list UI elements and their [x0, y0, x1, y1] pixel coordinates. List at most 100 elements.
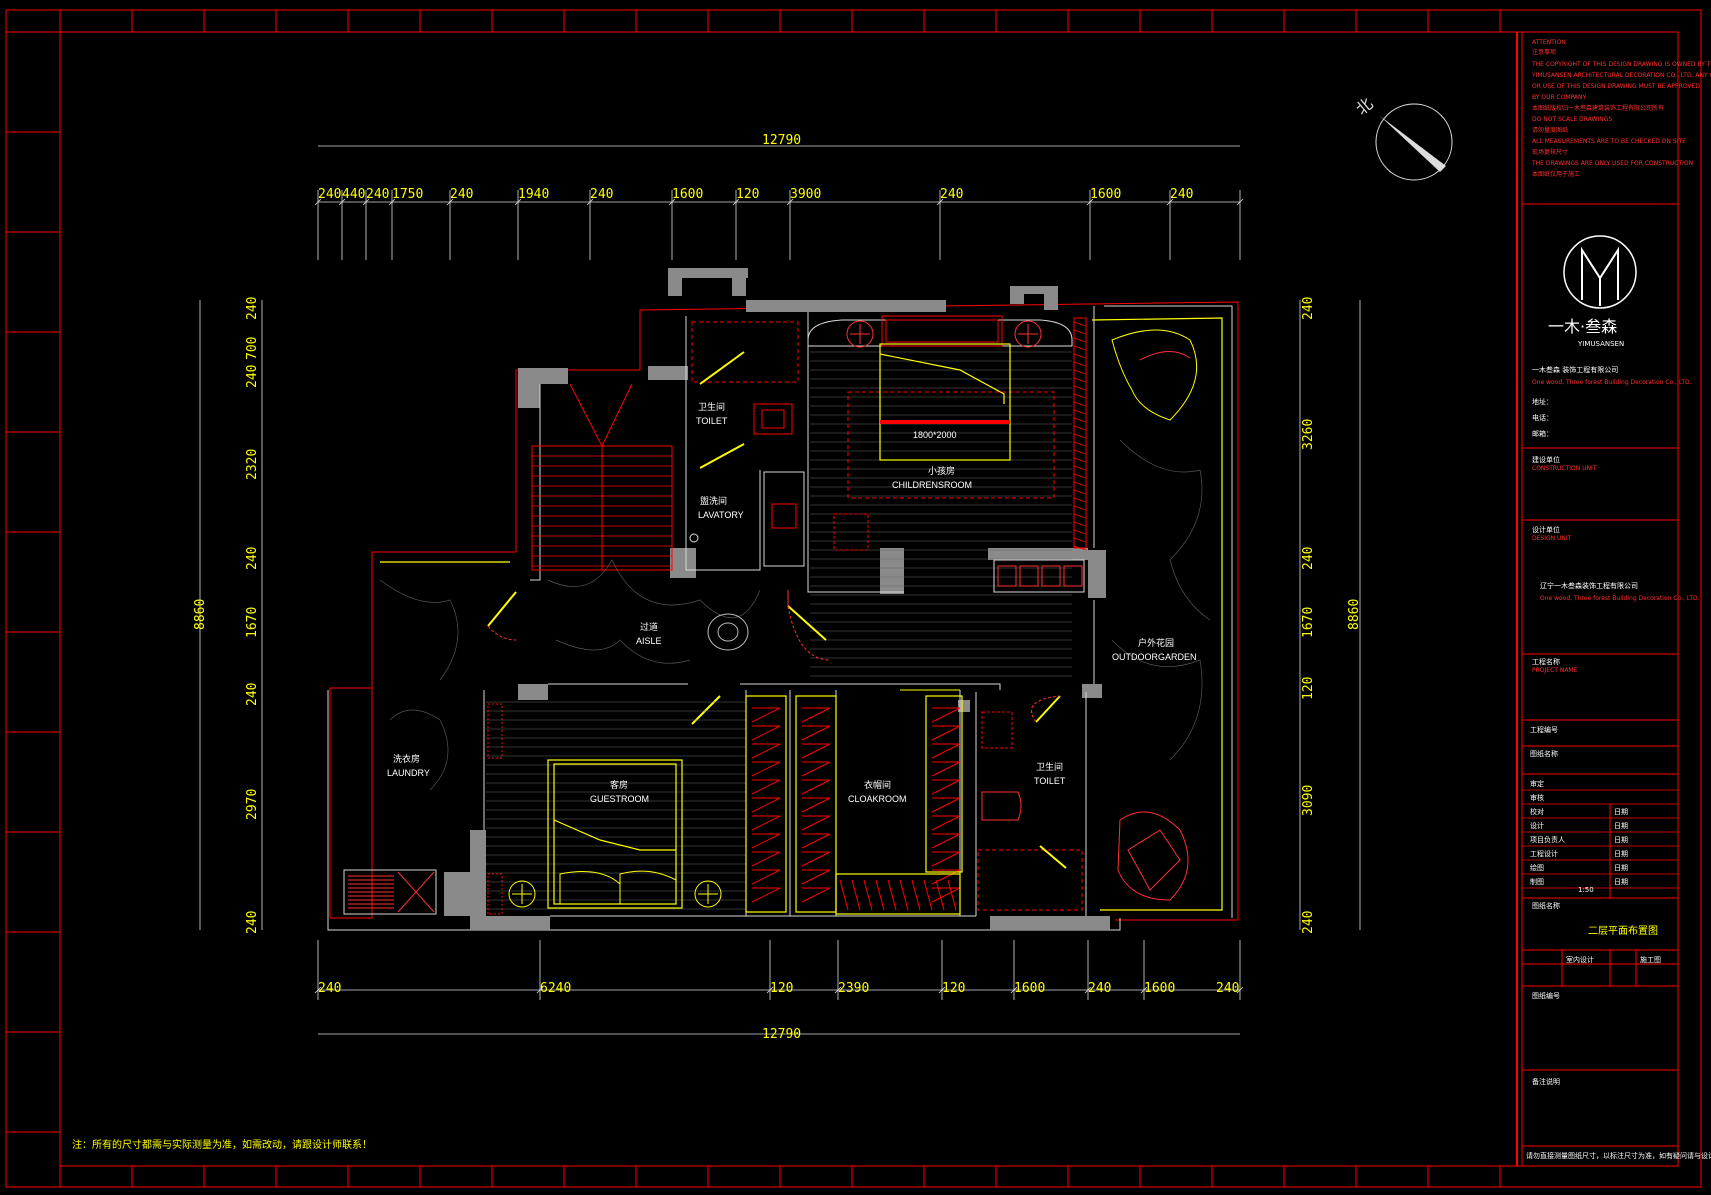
- logo-text-en: YIMUSANSEN: [1577, 340, 1624, 348]
- notice-title: ATTENTION: [1532, 39, 1566, 46]
- bottom-dim-8: 240: [1216, 981, 1239, 996]
- tb-row-label-6: 项目负责人: [1530, 835, 1565, 844]
- bottom-dim-2: 120: [770, 981, 793, 996]
- laundry-cn: 洗衣房: [393, 753, 420, 764]
- tb-row-label-5: 设计: [1530, 821, 1544, 830]
- bottom-dim-1: 6240: [540, 981, 571, 996]
- outdoor-garden: [1111, 329, 1211, 901]
- notice-line-3: BY OUR COMPANY: [1532, 94, 1586, 101]
- left-dim-2: 240: [245, 365, 260, 388]
- title-block: [1521, 31, 1679, 1167]
- dimension-lines: [199, 145, 1361, 1035]
- right-dim-2: 240: [1301, 547, 1316, 570]
- staircase: [531, 383, 673, 571]
- laundry: [343, 579, 459, 915]
- laundry-en: LAUNDRY: [387, 768, 430, 778]
- childrens-room-cn: 小孩房: [928, 465, 955, 476]
- top-dim-2: 240: [366, 187, 389, 202]
- tb-row-label-8: 绘图: [1530, 863, 1544, 872]
- notice-line-1: YIMUSANSEN ARCHITECTURAL DECORATION CO.,…: [1531, 72, 1711, 79]
- left-dim-3: 2320: [245, 449, 260, 480]
- notice-line-5: DO NOT SCALE DRAWINGS: [1532, 116, 1612, 123]
- left-dim-1: 700: [245, 337, 260, 360]
- top-dim-6: 240: [590, 187, 613, 202]
- toilet-a-cn: 卫生间: [698, 401, 725, 412]
- project-section-en: PROJECT NAME: [1532, 667, 1578, 674]
- top-dim-10: 240: [940, 187, 963, 202]
- client-section: 建设单位: [1532, 455, 1560, 464]
- title-block-rows: 工程编号图纸名称审定审核校对设计项目负责人工程设计绘图制图日期日期日期日期日期日…: [1530, 725, 1628, 886]
- notice-line-7: ALL MEASUREMENTS ARE TO BE CHECKED ON SI…: [1532, 138, 1686, 145]
- toilet-a-en: TOILET: [696, 416, 728, 426]
- notice-lines: THE COPYRIGHT OF THIS DESIGN DRAWING IS …: [1531, 61, 1711, 178]
- top-dim-12: 240: [1170, 187, 1193, 202]
- left-total-dimension: 8860: [193, 599, 208, 630]
- footer-note: 请勿直接测量图纸尺寸，以标注尺寸为准，如有疑问请与设计师联系。: [1526, 1151, 1711, 1160]
- toilet-b-en: TOILET: [1034, 776, 1066, 786]
- top-dim-5: 1940: [518, 187, 549, 202]
- remark-label: 备注说明: [1532, 1077, 1560, 1086]
- top-dim-7: 1600: [672, 187, 703, 202]
- notice-title-cn: 注意事项: [1532, 48, 1556, 56]
- top-dim-1: 440: [342, 187, 365, 202]
- company-mail: 邮箱：: [1532, 429, 1553, 438]
- design-company-cn: 辽宁一木叁森装饰工程有限公司: [1540, 581, 1638, 590]
- bottom-dim-6: 240: [1088, 981, 1111, 996]
- tb-row-right-2: 日期: [1614, 836, 1628, 844]
- tb-row-right-4: 日期: [1614, 864, 1628, 872]
- tb-row-label-7: 工程设计: [1530, 849, 1558, 858]
- client-section-en: CONSTRUCTION UNIT: [1532, 465, 1597, 472]
- company-addr: 地址：: [1532, 397, 1553, 406]
- design-section: 设计单位: [1532, 525, 1560, 534]
- right-total-dimension: 8860: [1347, 599, 1362, 630]
- toilet-b: [977, 695, 1083, 911]
- logo-text-cn: 一木·叁森: [1548, 317, 1617, 336]
- left-dim-4: 240: [245, 547, 260, 570]
- notice-line-8: 现场复核尺寸: [1532, 148, 1568, 156]
- tb-row-label-1: 图纸名称: [1530, 749, 1558, 758]
- lavatory-cn: 盥洗间: [700, 495, 727, 506]
- company-tel: 电话：: [1532, 413, 1553, 422]
- design-phase: 室内设计: [1566, 955, 1594, 964]
- top-dim-11: 1600: [1090, 187, 1121, 202]
- bottom-total-dimension: 12790: [762, 1027, 801, 1042]
- building-outline: [327, 301, 1239, 931]
- company-logo: 一木·叁森 YIMUSANSEN: [1548, 235, 1637, 348]
- notice-line-10: 本图纸仅用于施工: [1532, 170, 1580, 178]
- top-dim-4: 240: [450, 187, 473, 202]
- notice-line-2: OR USE OF THIS DESIGN DRAWING MUST BE AP…: [1532, 83, 1700, 90]
- cloak-room-en: CLOAKROOM: [848, 794, 907, 804]
- childrens-room: [807, 315, 1087, 677]
- bottom-dim-3: 2390: [838, 981, 869, 996]
- scale-value: 1:50: [1578, 886, 1594, 894]
- toilet-b-cn: 卫生间: [1036, 761, 1063, 772]
- interior-walls: [483, 306, 1095, 917]
- tb-row-label-4: 校对: [1530, 807, 1544, 816]
- toilet-a: [689, 321, 805, 567]
- drawing-name: 二层平面布置图: [1588, 925, 1658, 937]
- tb-row-label-2: 审定: [1530, 779, 1544, 788]
- left-dim-6: 240: [245, 683, 260, 706]
- notice-line-6: 请勿量度图纸: [1532, 126, 1568, 134]
- right-dim-5: 3090: [1301, 785, 1316, 816]
- bottom-dim-7: 1600: [1144, 981, 1175, 996]
- tb-row-label-0: 工程编号: [1530, 725, 1558, 734]
- aisle-cn: 过道: [640, 621, 658, 632]
- company-en: One wood, Three forest Building Decorati…: [1532, 379, 1692, 386]
- bed-size-label: 1800*2000: [913, 430, 957, 440]
- tb-row-right-0: 日期: [1614, 808, 1628, 816]
- left-dim-5: 1670: [245, 607, 260, 638]
- general-note: 注：所有的尺寸都需与实际测量为准，如需改动，请跟设计师联系！: [72, 1138, 372, 1151]
- tb-row-right-3: 日期: [1614, 850, 1628, 858]
- top-dim-9: 3900: [790, 187, 821, 202]
- notice-line-9: THE DRAWINGS ARE ONLY USED FOR CONSTRUCT…: [1531, 160, 1693, 167]
- right-dim-3: 1670: [1301, 607, 1316, 638]
- outdoor-garden-cn: 户外花园: [1138, 637, 1174, 648]
- right-dim-1: 3260: [1301, 419, 1316, 450]
- design-section-en: DESIGN UNIT: [1532, 535, 1572, 542]
